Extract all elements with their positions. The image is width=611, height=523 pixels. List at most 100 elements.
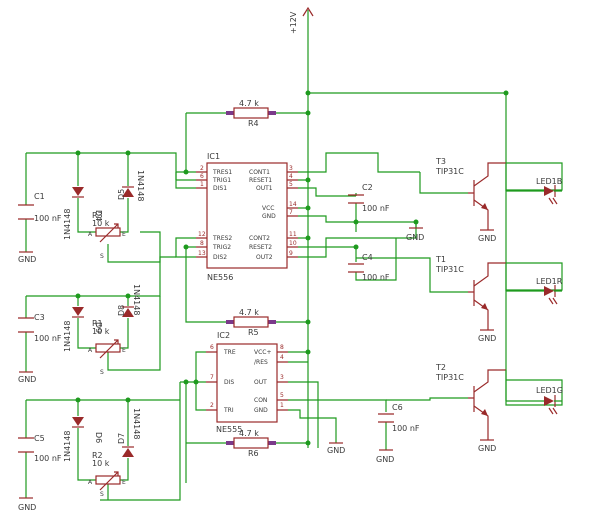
d9-name: D9: [94, 322, 103, 333]
c4-name: C4: [362, 253, 373, 262]
transistor-t2: T2 TIP31C GND: [435, 363, 506, 453]
r2-value: 10 k: [92, 459, 110, 468]
d8-value: 1N4148: [132, 284, 141, 315]
ic2-name: IC2: [217, 331, 230, 340]
supply-rail: +12V: [289, 6, 563, 448]
d7-name: D7: [117, 433, 126, 444]
ic1-name: IC1: [207, 152, 220, 161]
ic1-pinnum: 7: [289, 209, 293, 216]
r2-name: R2: [92, 451, 103, 460]
ic2-pin-tre: TRE: [223, 349, 236, 356]
ic2-package: IC2 NE555 TRE DIS TRI VCC+ /RES OUT CON …: [206, 331, 288, 434]
gnd-label: GND: [478, 444, 496, 453]
c5-name: C5: [34, 434, 45, 443]
ic1-pinnum: 14: [289, 201, 297, 208]
ic1-pinnum: 9: [289, 250, 293, 257]
ic1-pin-reset2: RESET2: [249, 244, 272, 251]
ic1-pin-cont1: CONT1: [249, 169, 270, 176]
gnd-label: GND: [376, 455, 394, 464]
gnd-label: GND: [406, 233, 424, 242]
led-wiring: [505, 163, 562, 402]
ic2-pin-out: OUT: [254, 379, 267, 386]
transistor-t1: T1 TIP31C GND: [435, 255, 506, 343]
ic1-pin-gnd: GND: [262, 213, 276, 220]
ic2-pin-vcc: VCC+: [254, 349, 272, 356]
d6-value: 1N4148: [63, 431, 72, 462]
potentiometer-r1: R1 10 k A E S: [88, 319, 126, 376]
r3-value: 10 k: [92, 219, 110, 228]
timing-section-1: C1 100 nF GND 1N4148 D4 D5 1N4148 R3 10 …: [18, 152, 161, 264]
ic1-pinnum: 2: [200, 165, 204, 172]
t2-value: TIP31C: [435, 373, 464, 382]
d6-name: D6: [94, 432, 103, 443]
t1-value: TIP31C: [435, 265, 464, 274]
capacitor-c3: C3 100 nF: [18, 313, 62, 343]
ic2-value: NE555: [216, 425, 242, 434]
ic1-pin-vcc: VCC: [262, 205, 274, 212]
timing-section-3: C5 100 nF GND 1N4148 D6 D7 1N4148 R2 10 …: [18, 399, 180, 512]
gnd-symbols: GND GND GND: [327, 227, 424, 464]
gnd-label: GND: [478, 334, 496, 343]
led1b-name: LED1B: [536, 177, 562, 186]
gnd-label: GND: [18, 375, 36, 384]
ic2-pin-tri: TRI: [223, 407, 234, 414]
r6-name: R6: [248, 449, 259, 458]
ic2-pinnum: 7: [210, 374, 214, 381]
pot-pin-a: A: [88, 347, 93, 354]
d7-value: 1N4148: [132, 408, 141, 439]
c3-value: 100 nF: [34, 334, 62, 343]
ic1-pinnum: 13: [198, 250, 206, 257]
ic1-pinnum: 1: [200, 181, 204, 188]
c1-value: 100 nF: [34, 214, 62, 223]
ic1-value: NE556: [207, 273, 233, 282]
ic2-pin-dis: DIS: [224, 379, 234, 386]
ic2-pinnum: 4: [280, 354, 284, 361]
d5-value: 1N4148: [136, 170, 145, 201]
ic1-pinnum: 6: [200, 173, 204, 180]
ic1-pin-tres1: TRES1: [212, 169, 232, 176]
ic1-pinnum: 10: [289, 240, 297, 247]
ic1-pinnum: 3: [289, 165, 293, 172]
ic1-pin-out1: OUT1: [256, 185, 273, 192]
gnd-label: GND: [478, 234, 496, 243]
pot-pin-e: E: [122, 347, 126, 354]
d9-value: 1N4148: [63, 321, 72, 352]
gnd-label: GND: [18, 255, 36, 264]
ic1-pinnum: 5: [289, 181, 293, 188]
pot-pin-e: E: [122, 231, 126, 238]
capacitor-c1: C1 100 nF: [18, 192, 62, 223]
diode-d5: D5 1N4148: [117, 170, 145, 201]
t1-name: T1: [435, 255, 446, 264]
r4-name: R4: [248, 119, 259, 128]
ic1-pinnum: 8: [200, 240, 204, 247]
gnd-label: GND: [327, 446, 345, 455]
ic1-pin-out2: OUT2: [256, 254, 273, 261]
d4-name: D4: [94, 210, 103, 221]
led-led1g: LED1G: [536, 386, 563, 415]
c2-value: 100 nF: [362, 204, 390, 213]
led1r-name: LED1R: [536, 277, 563, 286]
potentiometer-r3: R3 10 k A E S: [88, 211, 126, 260]
resistor-r6: 4.7 k R6: [226, 429, 276, 458]
pot-pin-s: S: [100, 253, 104, 260]
ic1-pin-dis2: DIS2: [213, 254, 227, 261]
diode-d8: D8 1N4148: [117, 284, 141, 317]
r4-value: 4.7 k: [239, 99, 259, 108]
pot-pin-s: S: [100, 369, 104, 376]
resistor-r5: 4.7 k R5: [226, 308, 276, 337]
ic2-pinnum: 3: [280, 374, 284, 381]
pot-pin-a: A: [88, 231, 93, 238]
d5-name: D5: [117, 189, 126, 200]
ic2-pinnum: 8: [280, 344, 284, 351]
ic2-pinnum: 2: [210, 402, 214, 409]
pot-pin-e: E: [122, 479, 126, 486]
r5-name: R5: [248, 328, 259, 337]
ic2-pin-con: CON: [254, 397, 267, 404]
r6-value: 4.7 k: [239, 429, 259, 438]
c1-name: C1: [34, 192, 45, 201]
ic2-pinnum: 5: [280, 392, 284, 399]
pot-pin-s: S: [100, 491, 104, 498]
c6-name: C6: [392, 403, 403, 412]
diode-d6: 1N4148 D6: [63, 417, 103, 462]
